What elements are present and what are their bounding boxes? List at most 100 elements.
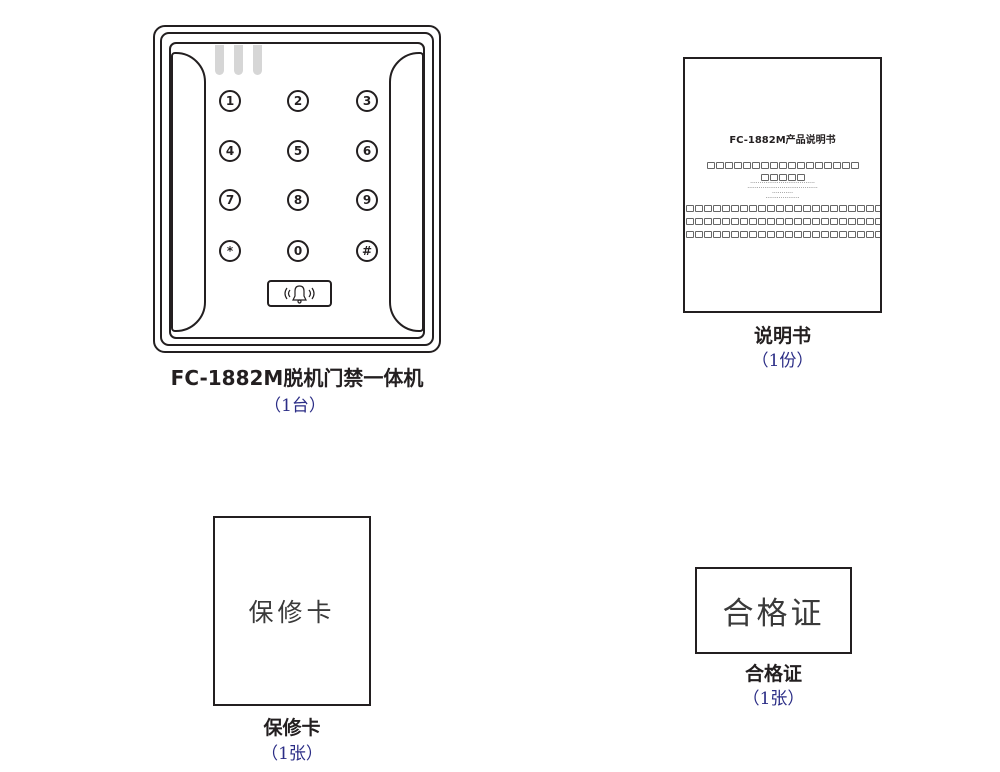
device-quantity: （1台） — [264, 396, 326, 416]
key-8: 8 — [287, 189, 309, 211]
placeholder-glyph — [742, 162, 751, 169]
warranty-card-illustration: 保修卡 — [213, 516, 371, 706]
placeholder-glyph — [703, 218, 712, 225]
indicator-bar — [234, 45, 243, 75]
placeholder-glyph — [802, 205, 811, 212]
placeholder-glyph — [793, 231, 802, 238]
key-7: 7 — [219, 189, 241, 211]
placeholder-glyph — [820, 231, 829, 238]
placeholder-glyph — [820, 218, 829, 225]
placeholder-glyph — [865, 205, 874, 212]
device-left-grip — [171, 52, 206, 332]
placeholder-glyph — [787, 174, 796, 181]
placeholder-glyph — [811, 218, 820, 225]
placeholder-glyph — [841, 162, 850, 169]
placeholder-glyph — [775, 205, 784, 212]
placeholder-glyph — [874, 218, 880, 225]
placeholder-glyph — [712, 231, 721, 238]
placeholder-glyph — [739, 231, 748, 238]
placeholder-glyph — [850, 162, 859, 169]
placeholder-glyph — [757, 205, 766, 212]
placeholder-glyph — [838, 205, 847, 212]
placeholder-glyph — [847, 231, 856, 238]
key-1: 1 — [219, 90, 241, 112]
manual-text-placeholder — [685, 205, 880, 214]
placeholder-glyph — [730, 205, 739, 212]
placeholder-glyph — [847, 218, 856, 225]
placeholder-glyph — [856, 205, 865, 212]
certificate-cover-text: 合格证 — [722, 596, 825, 632]
placeholder-glyph — [766, 205, 775, 212]
placeholder-glyph — [685, 231, 694, 238]
placeholder-glyph — [703, 205, 712, 212]
placeholder-glyph — [820, 205, 829, 212]
placeholder-glyph — [712, 205, 721, 212]
placeholder-glyph — [769, 162, 778, 169]
placeholder-glyph — [721, 205, 730, 212]
placeholder-glyph — [694, 231, 703, 238]
placeholder-glyph — [829, 205, 838, 212]
placeholder-glyph — [847, 205, 856, 212]
placeholder-glyph — [856, 231, 865, 238]
manual-text-placeholder — [685, 218, 880, 227]
manual-dotted-line: ········································… — [747, 181, 818, 201]
placeholder-glyph — [739, 218, 748, 225]
placeholder-glyph — [685, 218, 694, 225]
placeholder-glyph — [802, 218, 811, 225]
placeholder-glyph — [766, 218, 775, 225]
placeholder-glyph — [751, 162, 760, 169]
placeholder-glyph — [778, 174, 787, 181]
key-9: 9 — [356, 189, 378, 211]
placeholder-glyph — [760, 162, 769, 169]
placeholder-glyph — [838, 231, 847, 238]
placeholder-glyph — [865, 231, 874, 238]
key-hash: # — [356, 240, 378, 262]
placeholder-glyph — [796, 162, 805, 169]
device-outer-frame — [153, 25, 441, 353]
placeholder-glyph — [706, 162, 715, 169]
placeholder-glyph — [787, 162, 796, 169]
placeholder-glyph — [703, 231, 712, 238]
key-2: 2 — [287, 90, 309, 112]
placeholder-glyph — [838, 218, 847, 225]
placeholder-glyph — [730, 231, 739, 238]
placeholder-glyph — [811, 231, 820, 238]
placeholder-glyph — [814, 162, 823, 169]
manual-cover-title: FC-1882M产品说明书 — [729, 135, 836, 146]
placeholder-glyph — [760, 174, 769, 181]
bell-icon — [284, 285, 315, 304]
placeholder-glyph — [802, 231, 811, 238]
placeholder-glyph — [823, 162, 832, 169]
placeholder-glyph — [784, 205, 793, 212]
placeholder-glyph — [769, 174, 778, 181]
device-label: FC-1882M脱机门禁一体机 — [170, 366, 424, 390]
key-star: * — [219, 240, 241, 262]
placeholder-glyph — [829, 231, 838, 238]
key-0: 0 — [287, 240, 309, 262]
manual-text-placeholder — [685, 162, 880, 171]
placeholder-glyph — [715, 162, 724, 169]
indicator-bar — [215, 45, 224, 75]
placeholder-glyph — [685, 205, 694, 212]
placeholder-glyph — [796, 174, 805, 181]
placeholder-glyph — [748, 218, 757, 225]
certificate-label: 合格证 — [744, 663, 802, 685]
placeholder-glyph — [757, 218, 766, 225]
placeholder-glyph — [730, 218, 739, 225]
placeholder-glyph — [721, 231, 730, 238]
placeholder-glyph — [793, 218, 802, 225]
warranty-card-quantity: （1张） — [261, 744, 323, 764]
placeholder-glyph — [694, 205, 703, 212]
placeholder-glyph — [832, 162, 841, 169]
key-3: 3 — [356, 90, 378, 112]
placeholder-glyph — [784, 218, 793, 225]
placeholder-glyph — [712, 218, 721, 225]
manual-label: 说明书 — [753, 325, 811, 347]
placeholder-glyph — [724, 162, 733, 169]
device-right-grip — [389, 52, 424, 332]
manual-text-placeholder — [685, 231, 880, 240]
warranty-card-cover-text: 保修卡 — [248, 598, 336, 627]
placeholder-glyph — [766, 231, 775, 238]
doorbell-button — [267, 280, 332, 307]
